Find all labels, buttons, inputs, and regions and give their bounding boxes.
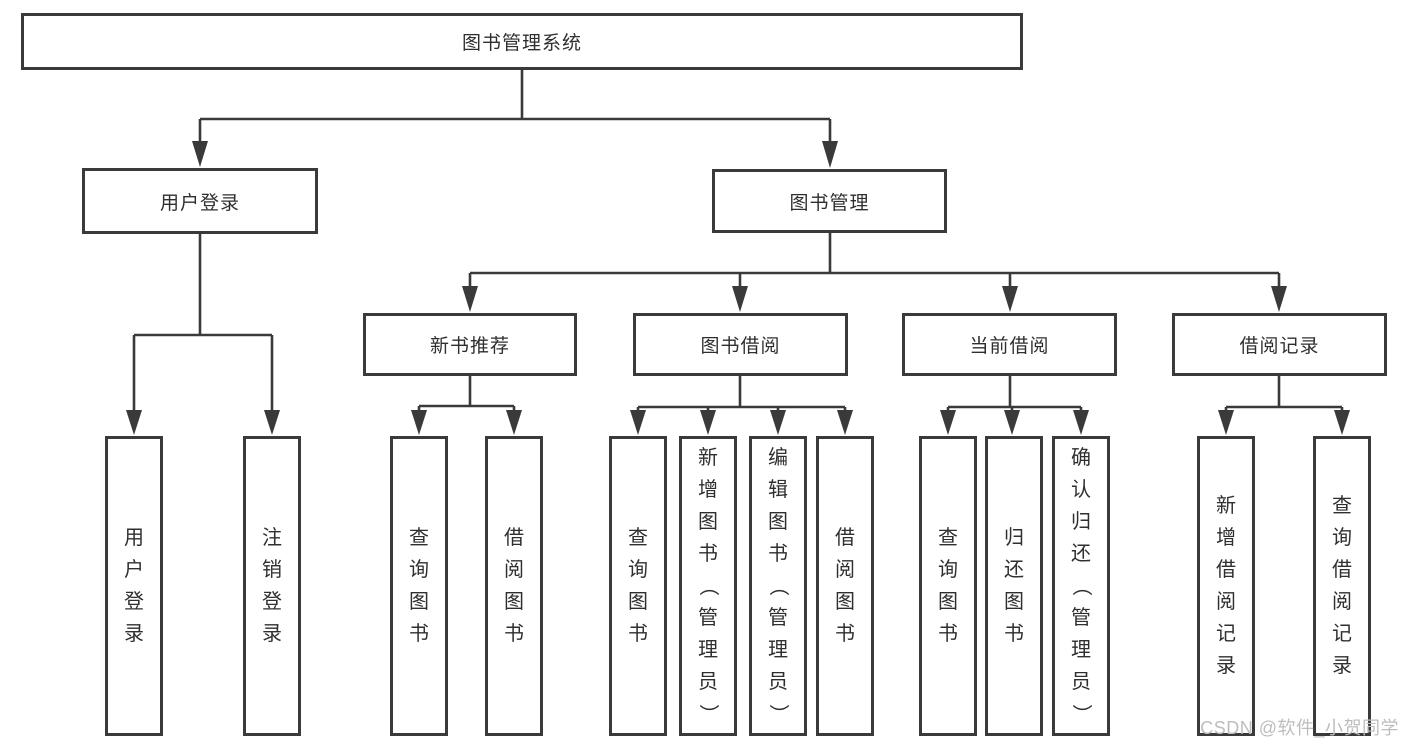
leaf-user-login-label: 用户登录 <box>124 527 144 645</box>
leaf-query-books-current: 查询图书 <box>919 436 977 736</box>
leaf-query-borrow-record-label: 查询借阅记录 <box>1332 495 1352 677</box>
node-book-borrowing-label: 图书借阅 <box>700 336 781 357</box>
leaf-confirm-return-admin: 确认归还（管理员） <box>1052 436 1110 736</box>
node-current-borrowing: 当前借阅 <box>902 313 1117 376</box>
node-borrow-records: 借阅记录 <box>1172 313 1387 376</box>
leaf-return-books-label: 归还图书 <box>1004 527 1024 645</box>
leaf-query-books-recommend: 查询图书 <box>390 436 448 736</box>
leaf-add-borrow-record-label: 新增借阅记录 <box>1216 495 1236 677</box>
node-book-management-label: 图书管理 <box>789 192 870 214</box>
node-current-borrowing-label: 当前借阅 <box>969 336 1050 357</box>
node-new-book-recommend: 新书推荐 <box>363 313 577 376</box>
leaf-edit-books-admin-label: 编辑图书（管理员） <box>767 447 789 724</box>
node-new-book-recommend-label: 新书推荐 <box>429 336 510 357</box>
leaf-logout-label: 注销登录 <box>262 527 282 645</box>
arrowheads <box>126 141 1350 435</box>
leaf-add-books-admin: 新增图书（管理员） <box>679 436 737 736</box>
leaf-return-books: 归还图书 <box>985 436 1043 736</box>
leaf-borrow-books-recommend-label: 借阅图书 <box>504 527 524 645</box>
node-user-login-label: 用户登录 <box>159 192 240 214</box>
leaf-query-books-recommend-label: 查询图书 <box>409 527 429 645</box>
leaf-edit-books-admin: 编辑图书（管理员） <box>749 436 807 736</box>
node-book-management: 图书管理 <box>712 169 947 233</box>
leaf-borrow-books-borrowing: 借阅图书 <box>816 436 874 736</box>
leaf-logout: 注销登录 <box>243 436 301 736</box>
leaf-confirm-return-admin-label: 确认归还（管理员） <box>1070 447 1092 724</box>
node-borrow-records-label: 借阅记录 <box>1239 336 1320 357</box>
leaf-user-login: 用户登录 <box>105 436 163 736</box>
node-root: 图书管理系统 <box>21 13 1023 70</box>
leaf-query-books-current-label: 查询图书 <box>938 527 958 645</box>
leaf-add-borrow-record: 新增借阅记录 <box>1197 436 1255 736</box>
leaf-query-borrow-record: 查询借阅记录 <box>1313 436 1371 736</box>
node-book-borrowing: 图书借阅 <box>633 313 848 376</box>
node-user-login: 用户登录 <box>82 168 318 234</box>
csdn-watermark: CSDN @软件_小贺同学 <box>1200 718 1399 738</box>
leaf-add-books-admin-label: 新增图书（管理员） <box>697 447 719 724</box>
leaf-query-books-borrowing-label: 查询图书 <box>628 527 648 645</box>
leaf-borrow-books-recommend: 借阅图书 <box>485 436 543 736</box>
leaf-borrow-books-borrowing-label: 借阅图书 <box>835 527 855 645</box>
leaf-query-books-borrowing: 查询图书 <box>609 436 667 736</box>
node-root-label: 图书管理系统 <box>461 33 582 54</box>
